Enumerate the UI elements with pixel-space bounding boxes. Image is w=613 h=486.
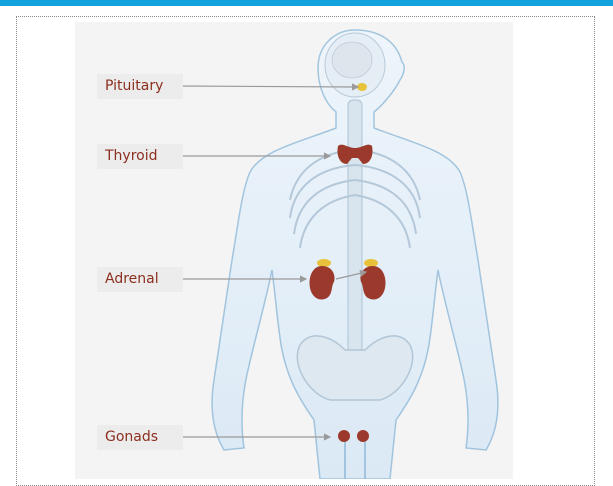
label-pituitary-text: Pituitary	[105, 78, 163, 94]
label-gonads: Gonads	[97, 425, 183, 450]
label-thyroid-text: Thyroid	[105, 148, 158, 164]
label-pituitary: Pituitary	[97, 74, 183, 99]
pituitary-leader	[178, 86, 358, 87]
label-thyroid: Thyroid	[97, 144, 183, 169]
adrenal-leader-inner	[336, 272, 366, 279]
label-adrenal-text: Adrenal	[105, 271, 159, 287]
label-gonads-text: Gonads	[105, 429, 158, 445]
label-adrenal: Adrenal	[97, 267, 183, 292]
